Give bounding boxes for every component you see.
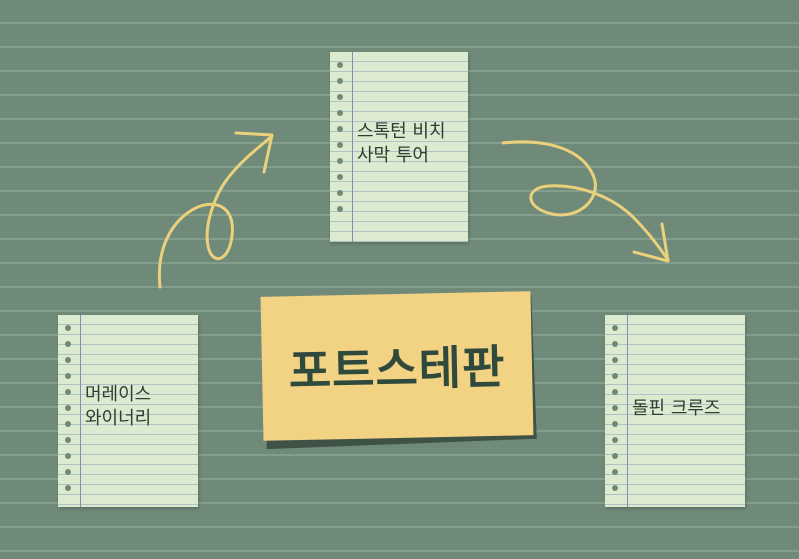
- note-text: 돌핀 크루즈: [632, 397, 741, 421]
- note-line-1: 머레이스: [85, 384, 152, 405]
- binder-hole: [612, 437, 618, 443]
- curly-arrow-icon-left: [157, 131, 274, 289]
- note-binder-holes: [65, 325, 71, 501]
- binder-hole: [612, 357, 618, 363]
- note-binder-holes: [337, 62, 343, 222]
- note-stockton-beach-desert-tour: 스톡턴 비치 사막 투어: [330, 52, 468, 242]
- binder-hole: [337, 62, 343, 68]
- center-title: 포트스테판: [288, 339, 506, 399]
- note-dolphin-cruise: 돌핀 크루즈: [605, 315, 745, 507]
- binder-hole: [612, 485, 618, 491]
- binder-hole: [337, 158, 343, 164]
- binder-hole: [612, 341, 618, 347]
- binder-hole: [337, 78, 343, 84]
- binder-hole: [612, 453, 618, 459]
- binder-hole: [65, 405, 71, 411]
- note-margin-line: [80, 315, 81, 507]
- binder-hole: [337, 142, 343, 148]
- binder-hole: [65, 373, 71, 379]
- note-text: 스톡턴 비치 사막 투어: [357, 120, 464, 168]
- note-binder-holes: [612, 325, 618, 501]
- binder-hole: [337, 110, 343, 116]
- binder-hole: [337, 174, 343, 180]
- note-margin-line: [352, 52, 353, 242]
- center-card-face: 포트스테판: [260, 291, 534, 441]
- binder-hole: [612, 421, 618, 427]
- binder-hole: [65, 469, 71, 475]
- note-line-2: 와이너리: [85, 408, 152, 429]
- curly-arrow-icon-right: [501, 140, 670, 263]
- binder-hole: [612, 405, 618, 411]
- note-line-1: 돌핀 크루즈: [632, 398, 721, 419]
- center-topic-card: 포트스테판: [260, 291, 537, 450]
- note-murrays-winery: 머레이스 와이너리: [58, 315, 198, 507]
- binder-hole: [65, 357, 71, 363]
- binder-hole: [337, 206, 343, 212]
- binder-hole: [337, 126, 343, 132]
- note-margin-line: [627, 315, 628, 507]
- binder-hole: [337, 94, 343, 100]
- binder-hole: [612, 389, 618, 395]
- binder-hole: [65, 437, 71, 443]
- binder-hole: [65, 389, 71, 395]
- binder-hole: [65, 325, 71, 331]
- note-line-2: 사막 투어: [357, 145, 429, 166]
- note-line-1: 스톡턴 비치: [357, 121, 446, 142]
- binder-hole: [65, 421, 71, 427]
- binder-hole: [612, 373, 618, 379]
- binder-hole: [337, 190, 343, 196]
- binder-hole: [612, 325, 618, 331]
- binder-hole: [65, 485, 71, 491]
- binder-hole: [612, 469, 618, 475]
- binder-hole: [65, 453, 71, 459]
- binder-hole: [65, 341, 71, 347]
- note-text: 머레이스 와이너리: [85, 383, 194, 431]
